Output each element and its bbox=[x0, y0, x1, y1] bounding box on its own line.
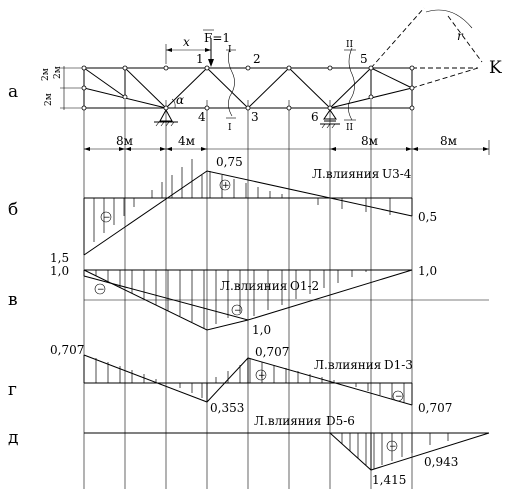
pole-K-label: K bbox=[489, 58, 502, 78]
section-II bbox=[344, 47, 356, 121]
section-I-top: I bbox=[228, 45, 232, 55]
force-label: F=1 bbox=[204, 31, 230, 45]
section-I-bottom: I bbox=[228, 123, 232, 133]
height-dimension: 2м 2м 2м bbox=[41, 66, 82, 110]
hatch-d56 bbox=[341, 433, 449, 469]
plus-d13: + bbox=[258, 371, 266, 381]
dim-8m-2: 8м bbox=[361, 134, 378, 148]
minus-sign-d56 bbox=[386, 440, 398, 452]
row-label-g: г bbox=[8, 380, 17, 400]
u34-value-right: 0,5 bbox=[418, 210, 437, 224]
line-d13 bbox=[83, 354, 413, 406]
alpha-label: α bbox=[176, 93, 184, 107]
d56-value-right: 0,943 bbox=[424, 455, 458, 469]
minus-sign-u34 bbox=[100, 211, 112, 223]
dim-4m: 4м bbox=[178, 134, 195, 148]
alpha-arc bbox=[171, 98, 176, 109]
left-support bbox=[154, 108, 178, 127]
plus-u34: + bbox=[222, 181, 230, 191]
d13-value-right: 0,707 bbox=[418, 401, 452, 415]
hatch-u34 bbox=[93, 159, 391, 242]
u34-subscript: U3-4 bbox=[382, 167, 412, 181]
o12-value-left: 1,0 bbox=[50, 264, 69, 278]
d13-title: Л.влияния bbox=[314, 358, 381, 372]
node-3-label: 3 bbox=[251, 110, 259, 124]
d56-value-min: 1,415 bbox=[372, 473, 406, 487]
right-support bbox=[320, 109, 340, 129]
node-1-label: 1 bbox=[196, 52, 204, 66]
u34-title: Л.влияния bbox=[312, 167, 379, 181]
row-label-v: в bbox=[8, 290, 18, 310]
plus-sign-u34 bbox=[219, 179, 231, 191]
row-label-b: б bbox=[8, 200, 18, 220]
minus-d13: − bbox=[395, 392, 403, 402]
section-II-bottom: II bbox=[346, 123, 354, 133]
d56-subscript: D5-6 bbox=[326, 414, 355, 428]
minus-sign-d13 bbox=[392, 390, 404, 402]
d13-value-min: 0,353 bbox=[210, 401, 244, 415]
dim-8m-3: 8м bbox=[440, 134, 457, 148]
dim-8m-1: 8м bbox=[116, 134, 133, 148]
dimension-line bbox=[84, 140, 490, 155]
d13-value-left: 0,707 bbox=[50, 343, 84, 357]
minus-sign-o12b bbox=[231, 304, 243, 316]
section-II-top: II bbox=[346, 40, 354, 50]
truss bbox=[81, 7, 483, 111]
minus-o12b: − bbox=[234, 306, 242, 316]
minus-sign-o12a bbox=[94, 283, 106, 295]
line-u34 bbox=[83, 170, 413, 256]
hatch-o12 bbox=[95, 270, 367, 328]
line-o12-b bbox=[83, 269, 249, 331]
d13-subscript: D1-3 bbox=[384, 358, 413, 372]
minus-u34: − bbox=[103, 213, 111, 223]
o12-title: Л.влияния bbox=[220, 279, 287, 293]
vertical-grid bbox=[83, 100, 413, 489]
minus-d56: − bbox=[389, 442, 397, 452]
o12-value-right: 1,0 bbox=[418, 264, 437, 278]
line-d56 bbox=[329, 432, 490, 471]
node-6-label: 6 bbox=[311, 110, 319, 124]
x-label: x bbox=[183, 35, 190, 49]
height-label-a: 2м bbox=[41, 68, 51, 81]
force-arrow bbox=[203, 29, 214, 67]
node-5-label: 5 bbox=[360, 52, 368, 66]
minus-o12a: − bbox=[97, 285, 105, 295]
height-label-c: 2м bbox=[44, 93, 54, 106]
height-label-b: 2м bbox=[53, 66, 63, 79]
u34-value-max: 0,75 bbox=[216, 155, 243, 169]
o12-subscript: O1-2 bbox=[290, 279, 319, 293]
o12-value-min: 1,0 bbox=[252, 323, 271, 337]
section-I bbox=[226, 47, 236, 119]
r-label: r bbox=[457, 29, 464, 43]
d56-title: Л.влияния bbox=[254, 414, 321, 428]
hatch-d13 bbox=[95, 358, 405, 403]
row-label-d: д bbox=[8, 428, 18, 448]
node-4-label: 4 bbox=[198, 110, 206, 124]
u34-value-left: 1,5 bbox=[50, 251, 69, 265]
node-2-label: 2 bbox=[253, 52, 261, 66]
plus-sign-d13 bbox=[255, 369, 267, 381]
row-label-a: а bbox=[8, 82, 18, 102]
d13-value-peak: 0,707 bbox=[255, 345, 289, 359]
